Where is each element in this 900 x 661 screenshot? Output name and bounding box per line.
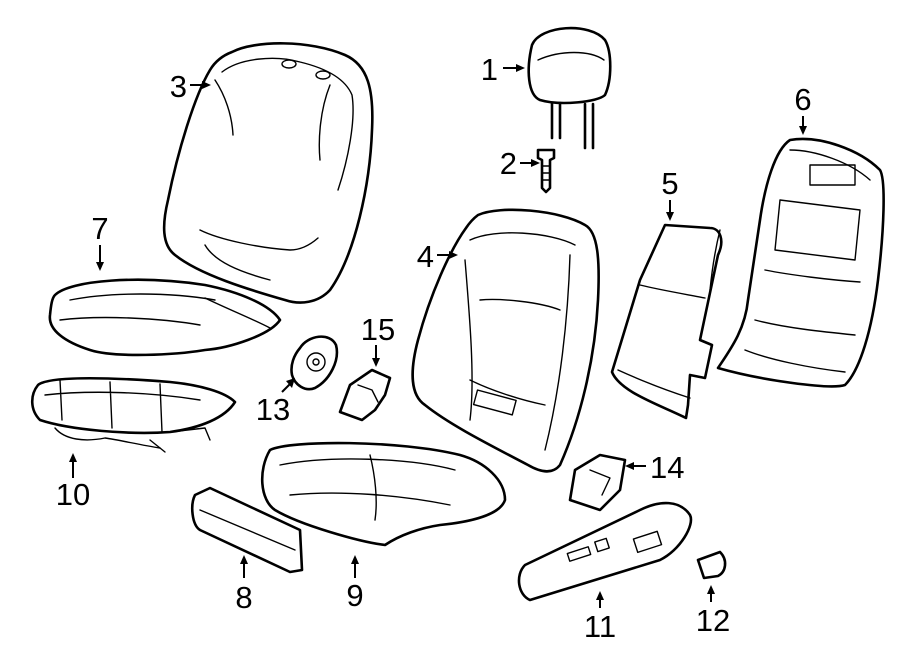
knob-part	[696, 550, 727, 580]
recliner-cover-part	[290, 335, 339, 391]
cushion-pad-harness-part	[30, 376, 237, 453]
headrest-part	[527, 26, 612, 150]
callout-13: 13	[256, 392, 290, 427]
callout-5: 5	[661, 166, 678, 201]
callout-6: 6	[794, 82, 811, 117]
seat-back-pad-part	[411, 208, 600, 473]
callout-9: 9	[346, 578, 363, 613]
callout-leaders	[69, 64, 807, 608]
side-trim-part	[190, 486, 304, 574]
callout-14: 14	[650, 450, 684, 485]
leader-13	[281, 383, 291, 393]
callout-12: 12	[696, 603, 730, 638]
seat-back-panel-part	[610, 223, 723, 420]
seat-back-shell-part	[716, 137, 885, 388]
seat-cushion-pad-part	[260, 441, 507, 547]
side-shield-switch-part	[517, 501, 693, 602]
bracket-part	[338, 368, 392, 422]
callout-11: 11	[584, 609, 616, 644]
seat-back-cover-part	[162, 42, 374, 304]
callout-10: 10	[56, 477, 90, 512]
callout-2: 2	[500, 146, 517, 181]
callout-3: 3	[170, 69, 187, 104]
headrest-guide-part	[536, 148, 556, 194]
callout-8: 8	[235, 580, 252, 615]
callout-4: 4	[417, 239, 434, 274]
callout-labels: 1 2 3 4 5 6 7 8 9 10 11 12 13 14 15	[56, 52, 812, 644]
callout-1: 1	[481, 52, 498, 87]
hinge-bracket-part	[568, 453, 627, 512]
seat-cushion-cover-part	[48, 278, 282, 357]
callout-15: 15	[361, 312, 395, 347]
callout-7: 7	[91, 211, 108, 246]
